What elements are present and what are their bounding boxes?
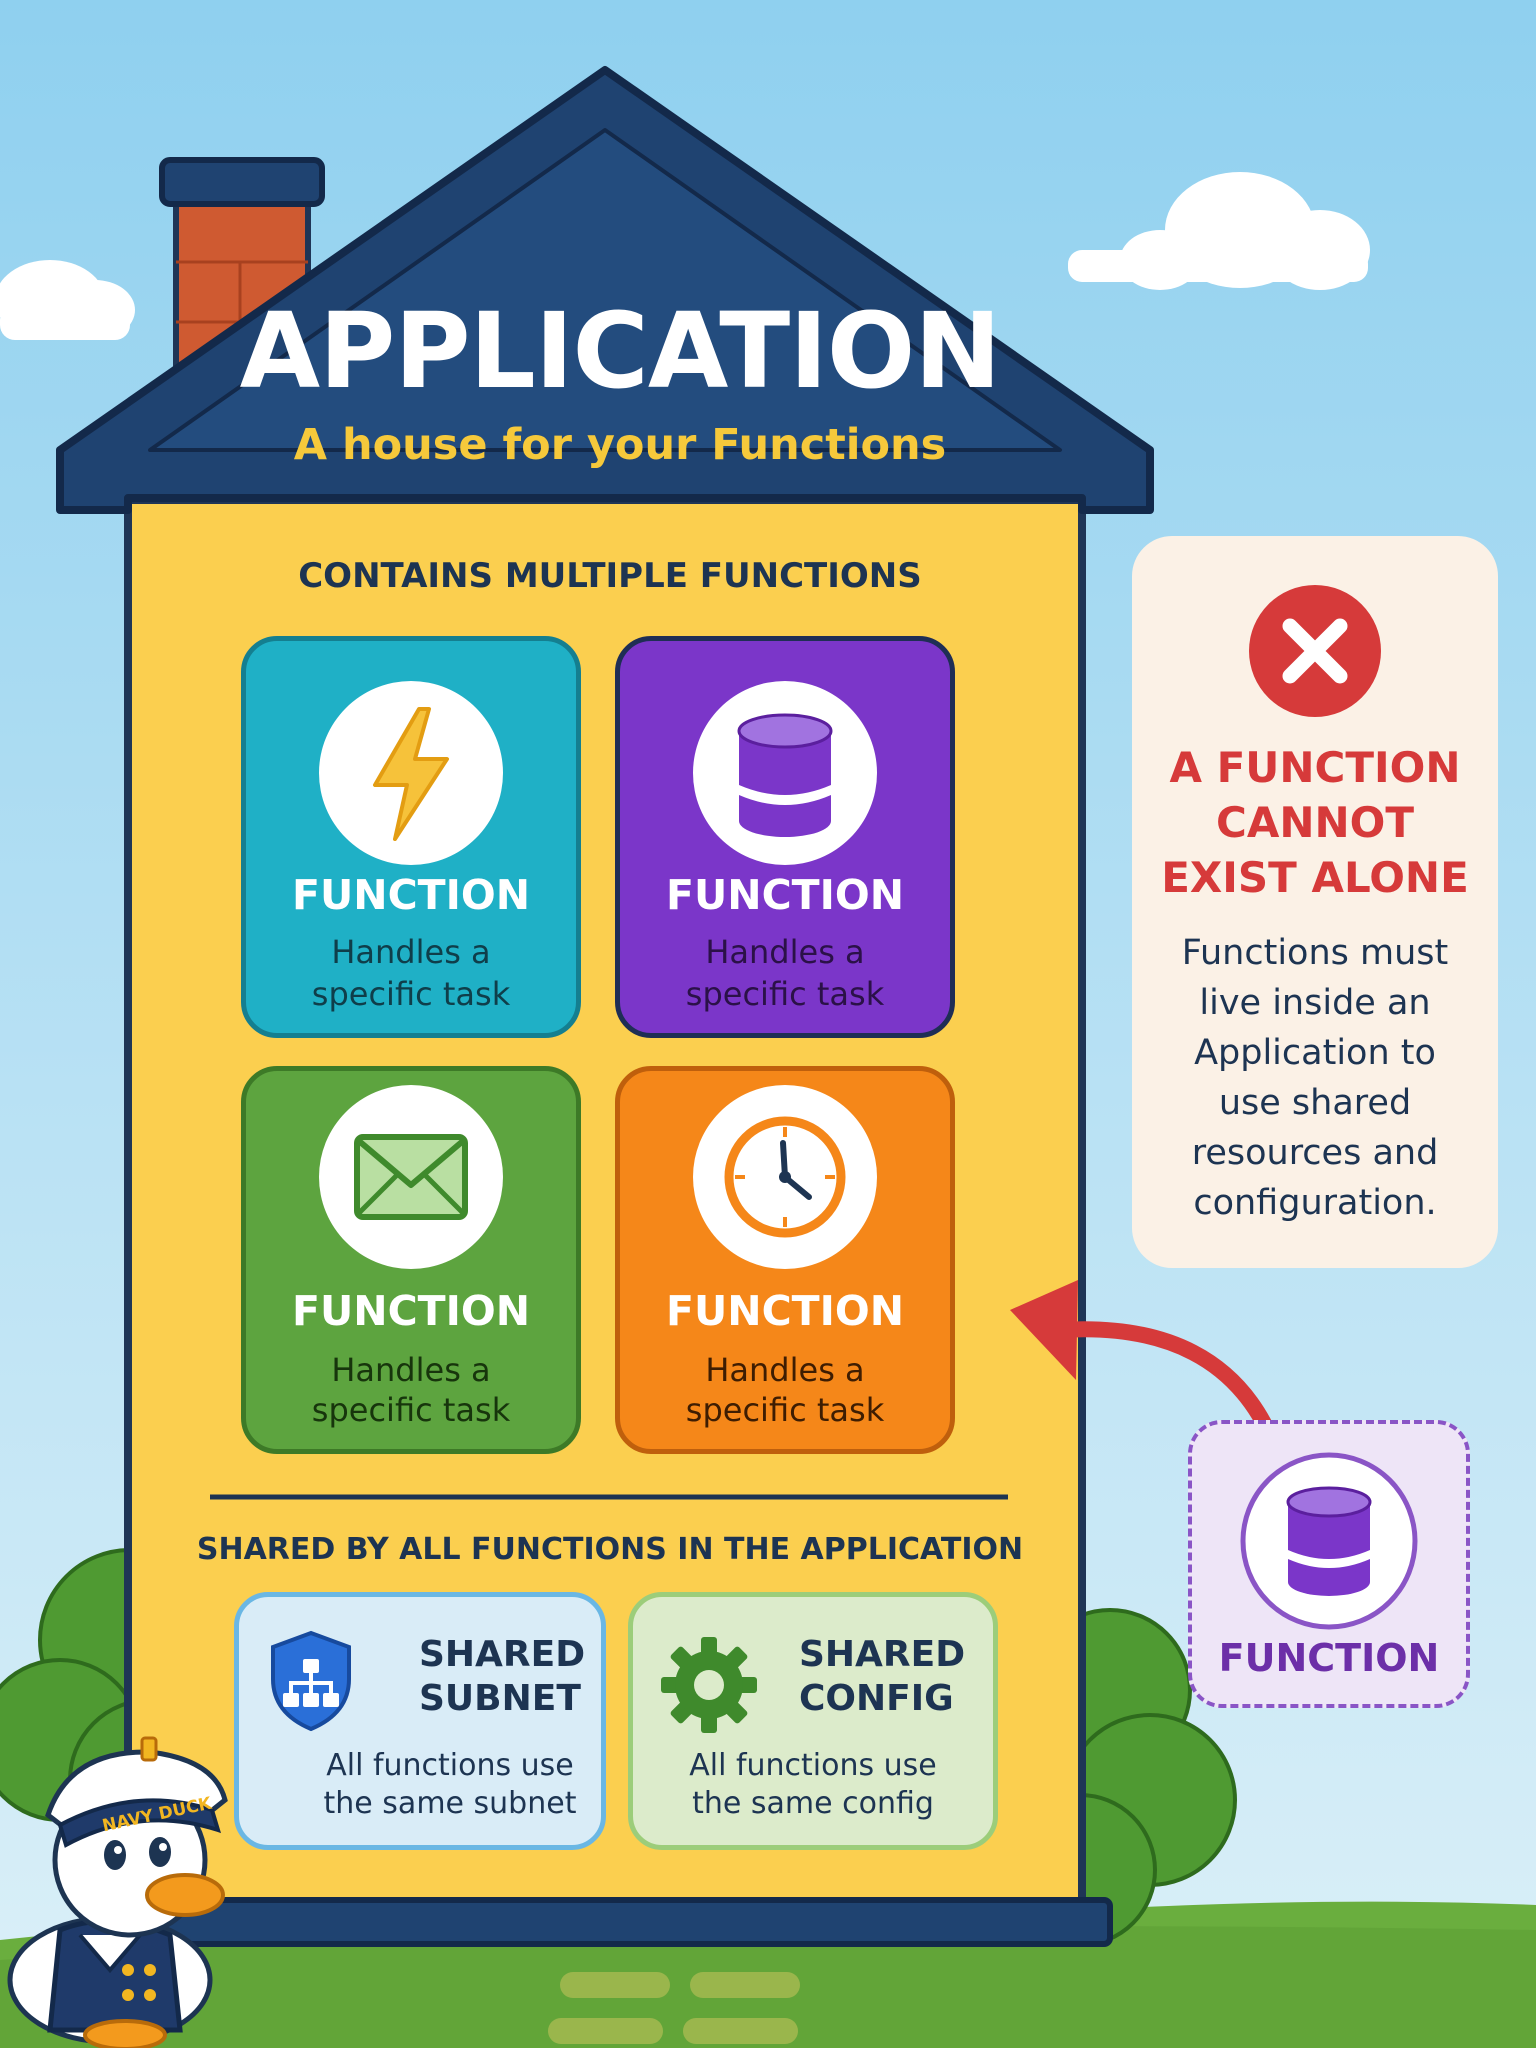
function-card-title: FUNCTION bbox=[665, 1287, 905, 1335]
shared-config-title-line1: SHARED bbox=[799, 1634, 966, 1675]
warning-heading-line1: A FUNCTION bbox=[1169, 743, 1461, 792]
function-card-desc-line1: Handles a bbox=[705, 933, 865, 971]
warning-note bbox=[1132, 536, 1498, 1268]
warning-body-line3: Application to bbox=[1194, 1033, 1436, 1073]
envelope-icon bbox=[354, 1134, 468, 1220]
warning-body-line2: live inside an bbox=[1199, 983, 1431, 1023]
functions-section-heading: CONTAINS MULTIPLE FUNCTIONS bbox=[298, 556, 922, 596]
function-card-title: FUNCTION bbox=[291, 1287, 531, 1335]
cloud-right bbox=[1068, 172, 1370, 290]
function-card-envelope[interactable]: FUNCTION Handles a specific task bbox=[241, 1066, 581, 1454]
function-card-lightning[interactable]: FUNCTION Handles a specific task bbox=[241, 636, 581, 1038]
function-card-desc-line2: specific task bbox=[311, 1391, 511, 1429]
function-card-title: FUNCTION bbox=[665, 871, 905, 919]
icon-disc bbox=[319, 681, 503, 865]
shared-config-desc-line1: All functions use bbox=[689, 1748, 937, 1783]
function-card-desc-line2: specific task bbox=[311, 975, 511, 1013]
lightning-icon bbox=[373, 707, 449, 841]
database-icon bbox=[737, 713, 833, 837]
icon-disc bbox=[693, 1085, 877, 1269]
shared-subnet-title-line1: SHARED bbox=[419, 1634, 586, 1675]
function-card-desc-line1: Handles a bbox=[705, 1351, 865, 1389]
function-card-desc-line2: specific task bbox=[685, 975, 885, 1013]
lonely-function-label: FUNCTION bbox=[1218, 1636, 1440, 1680]
icon-disc bbox=[319, 1085, 503, 1269]
navy-duck-mascot bbox=[7, 1736, 228, 2048]
warning-body-line6: configuration. bbox=[1193, 1183, 1437, 1223]
function-card-desc-line2: specific task bbox=[685, 1391, 885, 1429]
clock-icon bbox=[724, 1116, 846, 1238]
function-card-desc-line1: Handles a bbox=[331, 933, 491, 971]
warning-body-line5: resources and bbox=[1191, 1133, 1439, 1173]
function-card-database[interactable]: FUNCTION Handles a specific task bbox=[615, 636, 955, 1038]
shared-subnet-desc-line1: All functions use bbox=[326, 1748, 574, 1783]
stepping-stones bbox=[548, 1972, 800, 2044]
shared-config-card[interactable]: SHARED CONFIG All functions use the same… bbox=[628, 1592, 998, 1850]
icon-disc bbox=[693, 681, 877, 865]
shared-subnet-desc-line2: the same subnet bbox=[323, 1786, 577, 1821]
function-card-desc-line1: Handles a bbox=[331, 1351, 491, 1389]
error-x-icon bbox=[1249, 585, 1381, 717]
gear-icon bbox=[661, 1637, 757, 1733]
database-icon bbox=[1240, 1452, 1418, 1630]
warning-body-line4: use shared bbox=[1218, 1083, 1412, 1123]
shared-config-desc-line2: the same config bbox=[692, 1786, 934, 1821]
shield-network-icon bbox=[271, 1630, 351, 1732]
warning-body-line1: Functions must bbox=[1181, 933, 1449, 973]
warning-heading-line2: CANNOT bbox=[1216, 798, 1414, 847]
function-card-title: FUNCTION bbox=[291, 871, 531, 919]
shared-subnet-card[interactable]: SHARED SUBNET All functions use the same… bbox=[234, 1592, 606, 1850]
lonely-function-card[interactable] bbox=[1188, 1420, 1470, 1708]
warning-heading-line3: EXIST ALONE bbox=[1161, 853, 1469, 902]
function-card-clock[interactable]: FUNCTION Handles a specific task bbox=[615, 1066, 955, 1454]
shared-subnet-title-line2: SUBNET bbox=[419, 1678, 581, 1719]
shared-section-heading: SHARED BY ALL FUNCTIONS IN THE APPLICATI… bbox=[196, 1532, 1024, 1567]
page-subtitle: A house for your Functions bbox=[293, 420, 947, 470]
cloud-left bbox=[0, 260, 135, 340]
page-title: APPLICATION bbox=[239, 290, 1002, 412]
move-in-arrow bbox=[1010, 1280, 1280, 1448]
shared-config-title-line2: CONFIG bbox=[799, 1678, 954, 1719]
